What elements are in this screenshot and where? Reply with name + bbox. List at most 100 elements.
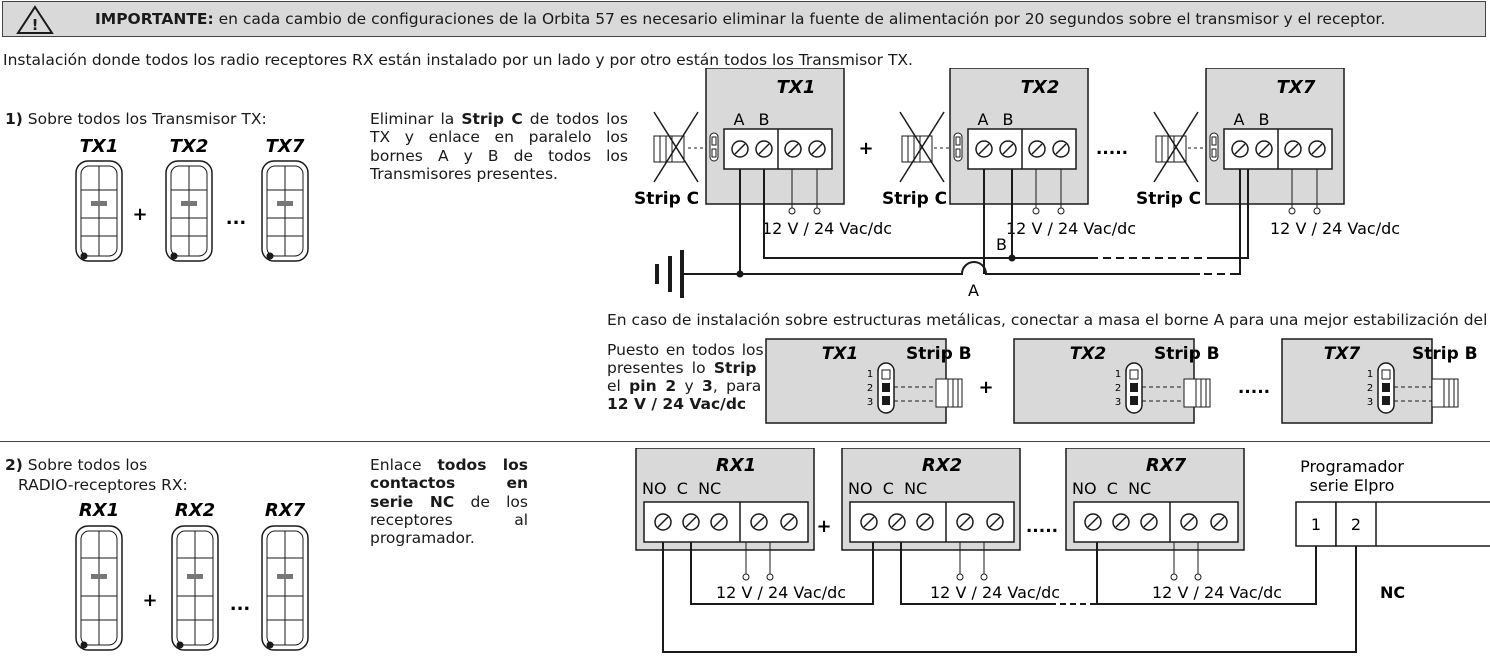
rx-device-2: RX2 [171,500,219,651]
rx-wiring-diagram: RX1 NO C NC 12 V / 24 Vac/dc + RX2 NO C … [635,448,1490,653]
warning-message: en cada cambio de configuraciones de la … [213,10,1386,28]
pin-label: 3 [1115,397,1121,408]
programmer-subtitle: serie Elpro [1310,476,1395,495]
tx-device-2: TX2 [165,138,213,262]
rx-unit-3: RX7 NO C NC [1065,448,1245,551]
tx-device-label: TX7 [266,138,305,157]
tx-unit-2: TX2 A B [949,68,1089,205]
strip-c-jumper [1209,132,1219,162]
strip-b-unit-2: TX2 1 2 3 Strip B [1013,338,1220,424]
nc-label: NC [1380,583,1405,602]
programmer-terminal-2: 2 [1351,515,1361,534]
pin-label: 2 [1115,383,1121,394]
rx-unit-label: RX1 [716,455,756,476]
strip-b-label: Strip B [906,344,972,364]
power-label: 12 V / 24 Vac/dc [1270,219,1400,238]
tx-unit-1: TX1 A B [705,68,845,205]
ground-symbol-icon [655,250,740,298]
tx-device-label: TX2 [170,138,209,157]
tx-plus: + [132,204,147,225]
power-label: 12 V / 24 Vac/dc [762,219,892,238]
programmer-title: Programador [1300,457,1404,476]
programmer-terminal-block [1295,501,1490,547]
strip-b-label: Strip B [1412,344,1478,364]
screw-terminals [975,140,1070,158]
metal-structure-note: En caso de instalación sobre estructuras… [607,311,1490,329]
strip-c-removed-3 [1153,111,1206,183]
rx-device-label: RX2 [175,500,215,521]
svg-text:!: ! [32,16,39,34]
tx-unit-label: TX7 [1277,77,1316,98]
plus-separator: + [816,516,831,537]
tx-device-3: TX7 [261,138,309,262]
warning-triangle-icon: ! [16,5,54,34]
pin-label: 2 [867,383,873,394]
section2-heading: 2) Sobre todos los [5,456,148,474]
rx-power-pins-1 [742,542,774,581]
terminal-b-label: B [1003,110,1014,129]
series-wires [662,542,1357,653]
tx-device-1: TX1 [75,138,123,262]
tx-unit-label: TX2 [1021,77,1060,98]
rx-power-pins-3 [1170,542,1202,581]
tx-dots: ... [226,208,247,229]
power-label: 12 V / 24 Vac/dc [930,583,1060,602]
plus-separator: + [978,377,993,398]
strip-c-label: Strip C [1136,189,1201,209]
pin-label: 1 [1367,369,1373,380]
tx-unit-label: TX1 [777,77,816,98]
tx-device-label: TX1 [80,138,119,157]
tx-unit-label: TX2 [1070,344,1107,364]
rx-dots: ... [230,594,251,615]
rx-device-1: RX1 [75,500,123,651]
terminal-a-label: A [1234,110,1245,129]
dots-separator: ..... [1026,517,1058,537]
rx-device-label: RX1 [79,500,119,521]
strip-c-instructions: Eliminar la Strip C de todos los TX y en… [370,110,628,183]
power-pins-2 [1032,169,1065,215]
strip-c-label: Strip C [882,189,947,209]
rx-power-pins-2 [956,542,988,581]
contacts-label: NO C NC [1072,479,1151,498]
strip-c-jumper [953,132,963,162]
rx-unit-label: RX7 [1146,455,1187,476]
strip-c-removed-1 [653,111,706,183]
pin-label: 3 [867,397,873,408]
wire-a [739,169,1241,275]
strip-c-label: Strip C [634,189,699,209]
warning-text: IMPORTANTE: en cada cambio de configurac… [95,10,1385,28]
warning-banner: ! IMPORTANTE: en cada cambio de configur… [2,1,1486,37]
terminal-b-label: B [1259,110,1270,129]
dots-separator: ..... [1238,378,1270,398]
intro-text: Instalación donde todos los radio recept… [3,51,913,69]
strip-b-diagram: TX1 1 2 3 Strip B + TX2 1 2 3 Strip B ..… [765,338,1478,424]
rx-unit-1: RX1 NO C NC [635,448,815,551]
section2-heading-line2: RADIO-receptores RX: [18,476,188,494]
tx-unit-3: TX7 A B [1205,68,1345,205]
rx-unit-2: RX2 NO C NC [841,448,1021,551]
contacts-label: NO C NC [642,479,721,498]
tx-wiring-diagram: TX1 A B Strip C 12 V / 24 Vac/dc + TX2 A… [634,68,1400,300]
screw-terminals [731,140,826,158]
strip-b-unit-1: TX1 1 2 3 Strip B [765,338,972,424]
rx-device-3: RX7 [261,500,309,651]
wire-a-label: A [968,281,979,300]
strip-b-unit-3: TX7 1 2 3 Strip B [1281,338,1478,424]
terminal-a-label: A [734,110,745,129]
dots-separator: ..... [1096,139,1128,159]
rx-instructions: Enlace todos los contactos en serie NC d… [370,456,528,548]
strip-c-jumper [709,132,719,162]
rx-device-label: RX7 [265,500,306,521]
terminal-b-label: B [759,110,770,129]
strip-b-label: Strip B [1154,344,1220,364]
tx-unit-label: TX1 [822,344,859,364]
wire-dashes [1090,257,1232,275]
tx-unit-label: TX7 [1324,344,1361,364]
programmer-terminal-1: 1 [1311,515,1321,534]
warning-label: IMPORTANTE: [95,10,214,28]
rx-unit-label: RX2 [922,455,962,476]
section1-heading: 1) Sobre todos los Transmisor TX: [5,110,267,128]
section1-tx-devices: TX1 + TX2 ... TX7 [75,138,309,262]
pin-label: 2 [1367,383,1373,394]
power-pins-3 [1288,169,1321,215]
